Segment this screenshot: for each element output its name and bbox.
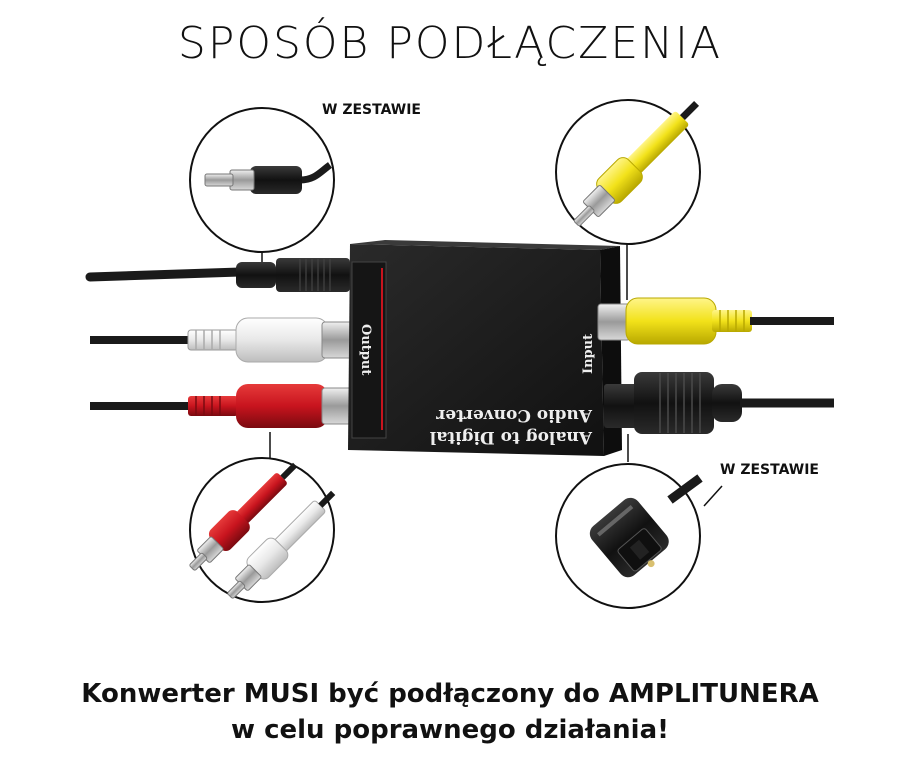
device-label-line1: Analog to Digital xyxy=(429,427,593,447)
converter-device xyxy=(348,240,622,456)
detail-circle-dc-plug xyxy=(189,107,335,253)
yellow-rca-plug-right xyxy=(597,297,834,345)
white-rca-plug-left xyxy=(90,317,353,363)
detail-circle-red-white-rca xyxy=(189,457,336,603)
callout-in-set-bottom-right: W ZESTAWIE xyxy=(720,462,819,478)
device-label-line2: Audio Converter xyxy=(435,405,593,425)
red-rca-plug-left xyxy=(90,384,353,428)
output-port-label: Output xyxy=(358,324,373,375)
footer-line-2: w celu poprawnego działania! xyxy=(231,715,669,745)
page-title: SPOSÓB PODŁĄCZENIA xyxy=(177,18,723,69)
optical-plug-right xyxy=(604,372,834,434)
footer-notice: Konwerter MUSI być podłączony do AMPLITU… xyxy=(0,676,900,748)
footer-line-1: Konwerter MUSI być podłączony do AMPLITU… xyxy=(81,679,819,709)
detail-circle-yellow-rca xyxy=(555,99,701,245)
callout-in-set-top-left: W ZESTAWIE xyxy=(322,102,421,118)
input-port-label: Input xyxy=(581,334,596,374)
detail-circle-optical-plug xyxy=(555,463,703,609)
power-cable xyxy=(85,258,350,292)
